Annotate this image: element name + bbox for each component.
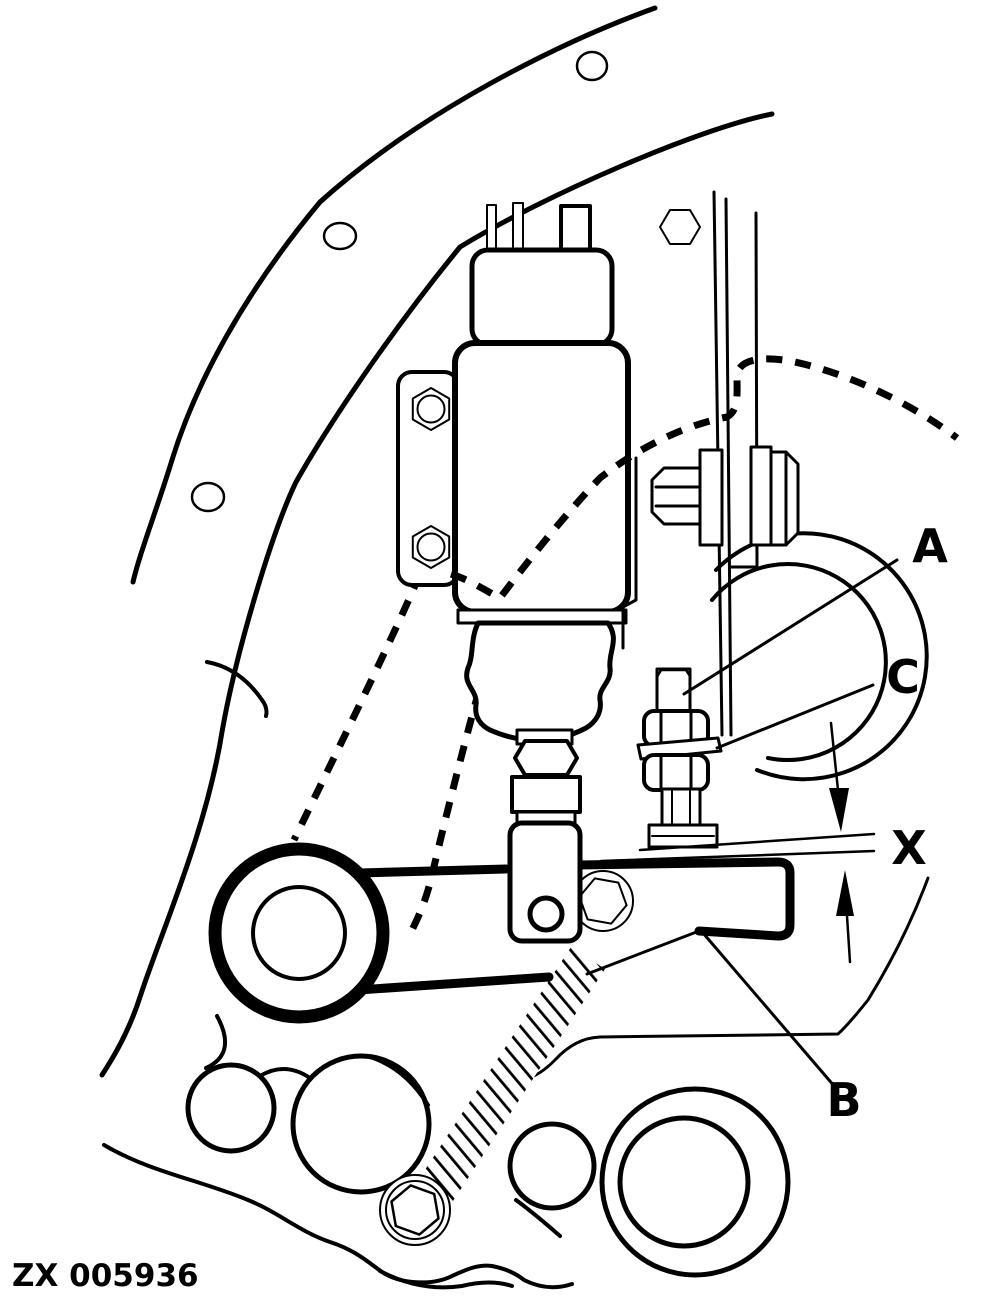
boss-inner-circle xyxy=(617,1115,751,1249)
flange-outer-edge xyxy=(130,5,658,585)
gap-arrow-up-head xyxy=(836,870,854,916)
anchor-bolt-hex xyxy=(390,1184,440,1236)
crankshaft-boss xyxy=(507,1086,791,1278)
lever-pivot-boss xyxy=(208,842,390,1024)
gap-bar-upper-line xyxy=(638,832,876,852)
callout-x-label: X xyxy=(891,821,926,875)
figure-code: ZX 005936 xyxy=(12,1258,199,1294)
gap-arrow-down-line xyxy=(829,721,840,792)
return-spring xyxy=(419,947,605,1201)
flange-bolt-hole xyxy=(575,50,609,82)
stop-bracket-strap xyxy=(621,190,759,737)
strap-edge-mid xyxy=(724,197,733,737)
fuel-shutoff-solenoid xyxy=(452,202,631,944)
callout-b-label: B xyxy=(826,1073,861,1127)
anchor-bolt-washer-inner xyxy=(385,1180,445,1240)
plunger-block xyxy=(510,775,582,814)
casting-boss-circle-large xyxy=(290,1053,432,1195)
gap-arrow-down-head xyxy=(829,788,849,832)
plunger-hex-nut xyxy=(513,739,579,777)
leader-c xyxy=(715,683,875,750)
linkage-circle-inner xyxy=(710,562,888,762)
pivot-ring xyxy=(208,842,390,1024)
casting-scallop xyxy=(204,1014,228,1070)
lever-top-edge-left xyxy=(355,864,511,878)
left-bolt-washer xyxy=(698,448,724,547)
solenoid-mounting-bracket xyxy=(396,370,460,587)
clevis-pin-hole xyxy=(527,895,565,933)
anchor-bolt-washer-outer xyxy=(379,1174,451,1246)
callout-c-label: C xyxy=(886,650,920,704)
solenoid-upper-body xyxy=(469,247,615,348)
boss-outer-circle xyxy=(599,1086,791,1278)
callout-labels: A C X B xyxy=(826,519,948,1127)
callout-a-label: A xyxy=(912,519,948,573)
callout-leaders xyxy=(682,558,899,1089)
leader-b xyxy=(701,931,837,1089)
gap-measurement-arrows xyxy=(829,721,854,964)
boss-side-circle xyxy=(507,1121,597,1211)
adjuster-lower-stud xyxy=(660,787,702,829)
lever-bolt-hex xyxy=(578,877,628,925)
solenoid-pin-2 xyxy=(512,202,524,252)
adjuster-stud-stack xyxy=(636,667,723,849)
casting-boss-circle-small xyxy=(185,1062,277,1154)
housing-neck-lower xyxy=(514,1198,562,1238)
flange-bolt-hole xyxy=(190,481,226,513)
adjuster-stud-top-face xyxy=(655,668,692,679)
left-bolt-head xyxy=(650,466,702,526)
dashed-cable-right-loop xyxy=(449,355,960,602)
solenoid-terminal xyxy=(559,204,592,253)
flange-inner-edge xyxy=(99,111,775,1078)
adjuster-locknut-lower xyxy=(642,753,710,792)
casting-scallop xyxy=(205,660,269,718)
bracket-nut-upper xyxy=(411,387,451,431)
flange-bolt-hole xyxy=(322,221,358,251)
engine-cover-flange xyxy=(99,5,775,1078)
solenoid-boot xyxy=(464,620,616,743)
rear-plate-edge xyxy=(621,456,638,650)
gap-arrow-up-line xyxy=(845,914,852,964)
bracket-nut-lower xyxy=(411,525,451,569)
right-bolt-washer xyxy=(749,445,773,547)
solenoid-pin-1 xyxy=(486,204,497,252)
governor-housing-casting xyxy=(102,660,574,1290)
leader-a xyxy=(682,558,899,696)
casting-bottom-edge-2 xyxy=(378,1269,514,1290)
spring-anchor-bolt xyxy=(379,1174,451,1246)
casting-scallop xyxy=(258,1067,312,1080)
casting-scallop xyxy=(368,1055,430,1107)
strap-mounting-bolts xyxy=(650,445,800,547)
dashed-cable-left xyxy=(290,572,424,842)
lever-plate-right xyxy=(573,857,795,941)
stop-lever xyxy=(353,857,795,995)
lever-notch-diagonal xyxy=(585,929,701,976)
gap-bar-lower-line xyxy=(599,849,876,863)
pivot-bore xyxy=(251,885,347,981)
hex-hole-outline xyxy=(659,209,701,245)
bracket-nut-upper-hole xyxy=(416,394,446,424)
bracket-nut-lower-hole xyxy=(416,532,446,562)
lever-bottom-edge xyxy=(353,972,554,995)
gap-reference-bar xyxy=(599,832,876,863)
